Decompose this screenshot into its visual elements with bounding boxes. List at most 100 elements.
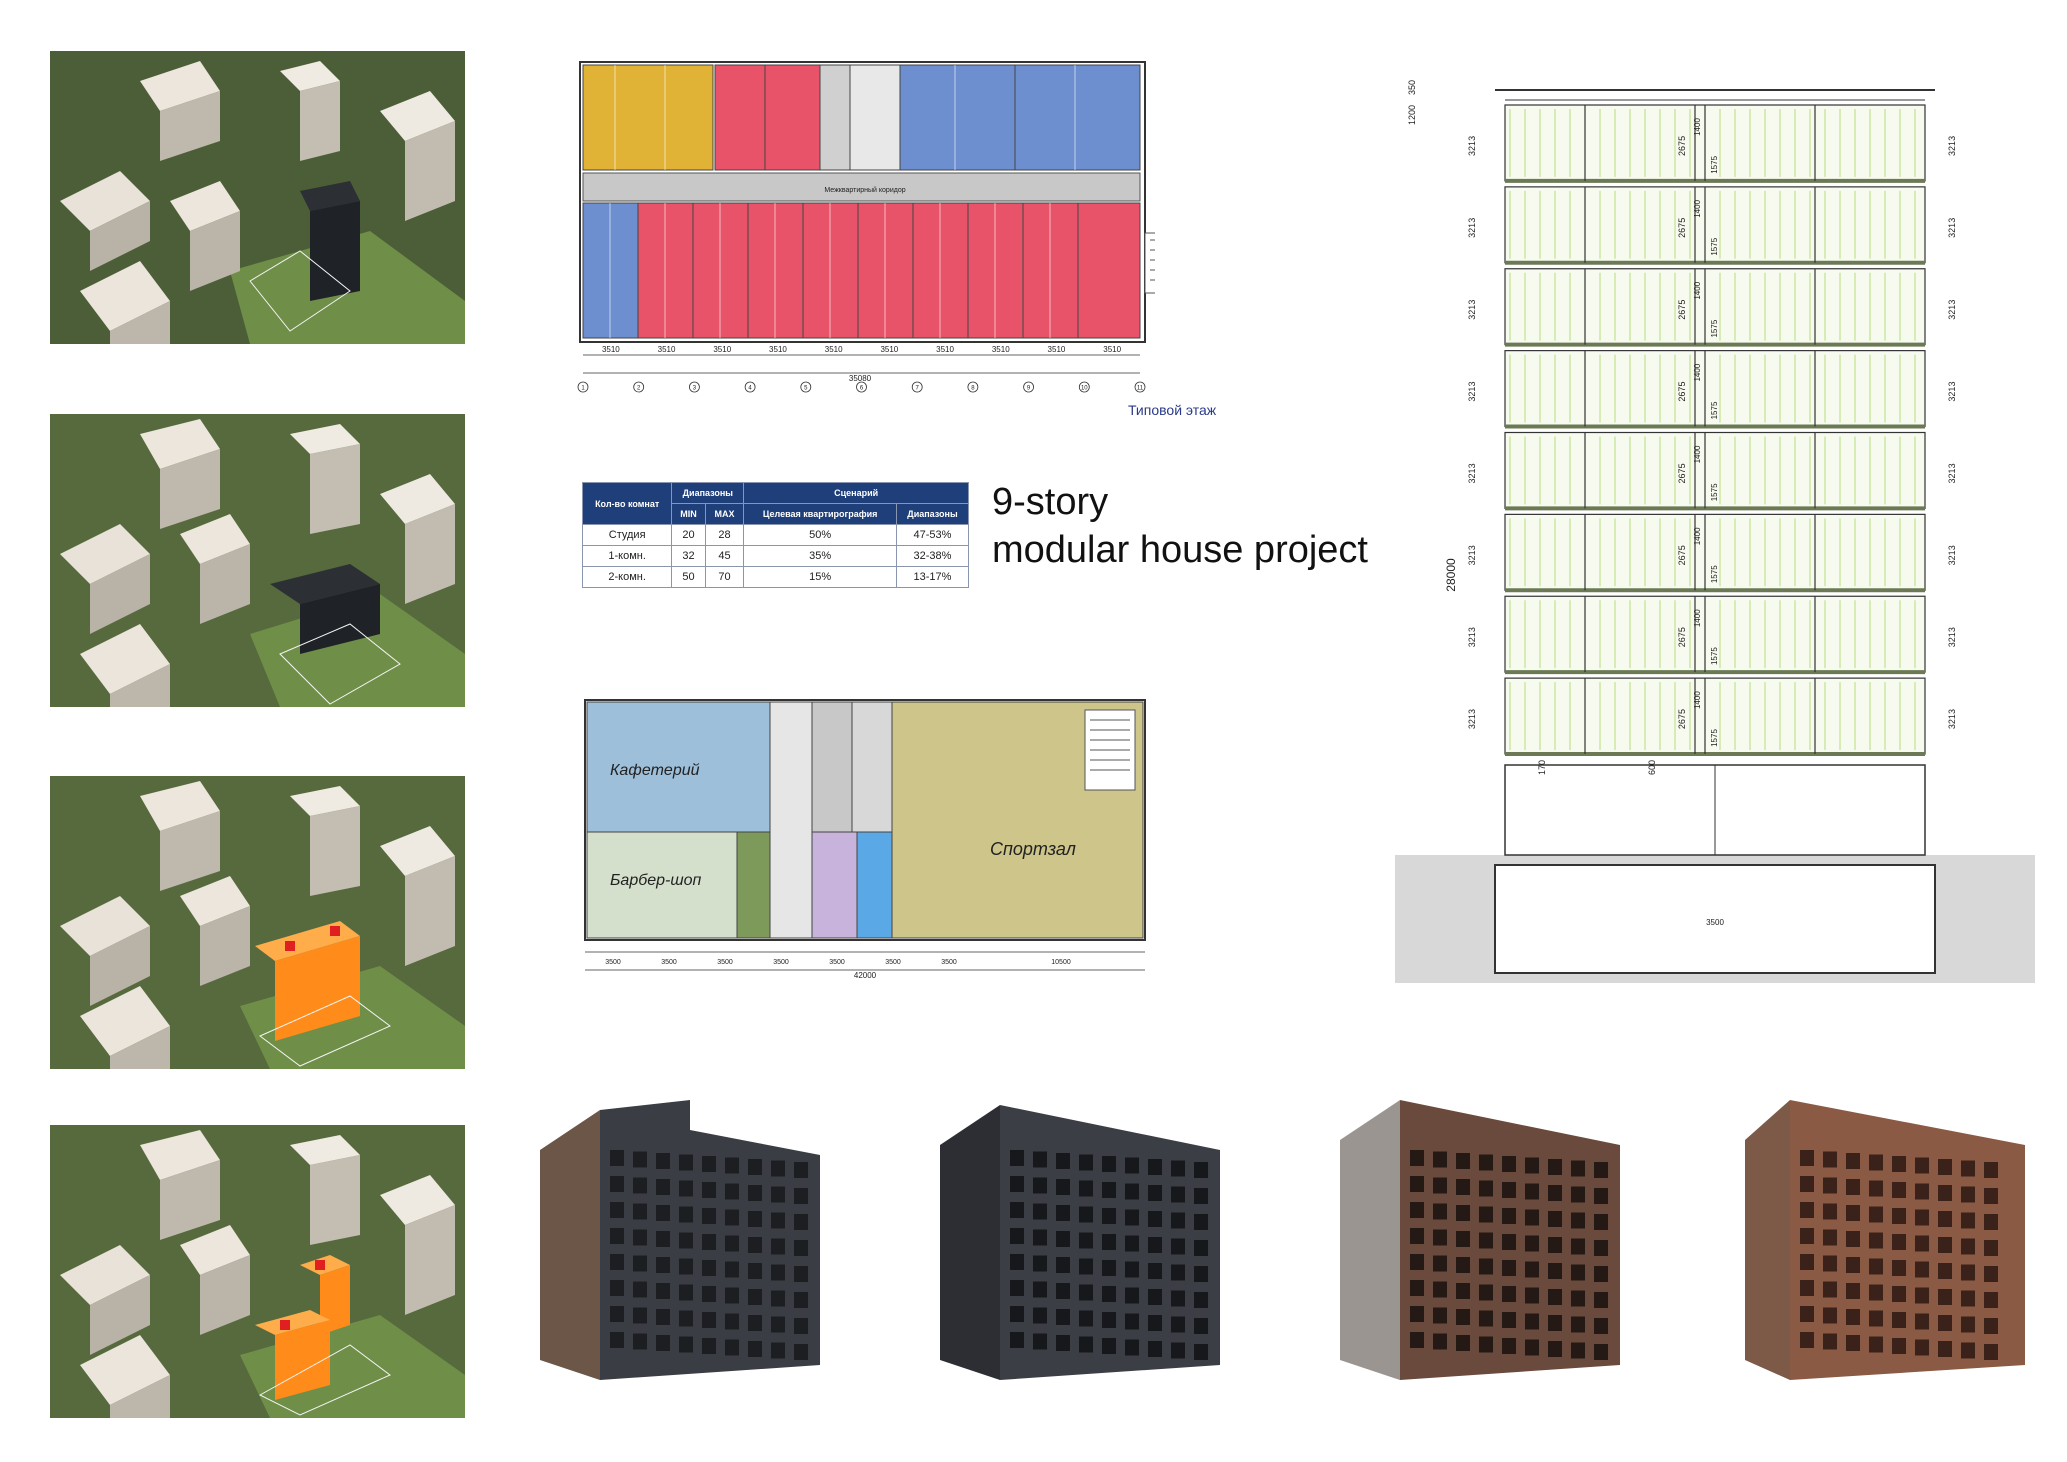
ground-dimension: 3500 <box>941 959 957 966</box>
facade-window <box>1525 1313 1539 1330</box>
facade-window <box>1548 1263 1562 1279</box>
dim-1400: 1400 <box>1693 363 1702 381</box>
module-height: 2675 <box>1677 627 1687 647</box>
facade-window <box>1938 1263 1952 1279</box>
facade-window <box>1171 1238 1185 1255</box>
facade-window <box>702 1286 716 1302</box>
facade-window <box>656 1335 670 1351</box>
facade-window <box>1171 1212 1185 1229</box>
facade-window <box>1915 1339 1929 1356</box>
floor-height-left: 3213 <box>1467 382 1477 402</box>
facade-window <box>1194 1214 1208 1230</box>
dim-1400: 1400 <box>1693 609 1702 627</box>
facade-window <box>610 1306 624 1322</box>
facade-window <box>1502 1156 1516 1172</box>
module-height: 2675 <box>1677 709 1687 729</box>
facade-image <box>1745 1100 2025 1380</box>
facade-window <box>1033 1203 1047 1220</box>
facade-window <box>1869 1310 1883 1327</box>
facade-window <box>748 1159 762 1175</box>
facade-window <box>1961 1160 1975 1177</box>
roof-dim-1200: 1200 <box>1407 105 1417 125</box>
facade-window <box>1892 1338 1906 1354</box>
facade-window <box>1594 1162 1608 1178</box>
facade-window <box>794 1266 808 1282</box>
facade-window <box>702 1312 716 1328</box>
facade-window <box>1984 1162 1998 1178</box>
basement-dim: 3500 <box>1706 918 1724 927</box>
facade-window <box>633 1281 647 1298</box>
facade-window <box>1033 1333 1047 1350</box>
total-dimension: 35080 <box>849 374 872 383</box>
facade-window <box>610 1176 624 1192</box>
facade-window <box>725 1183 739 1200</box>
facade-window <box>679 1180 693 1197</box>
facade-window <box>748 1315 762 1331</box>
room-cafe: Кафетерий <box>610 762 700 779</box>
facade-window <box>1594 1214 1608 1230</box>
floor-slab <box>1505 588 1925 593</box>
ground-dimension: 3500 <box>661 959 677 966</box>
dim-1400: 1400 <box>1693 118 1702 136</box>
facade-window <box>1571 1186 1585 1203</box>
facade-window <box>656 1283 670 1299</box>
title-line-1: 9-story <box>992 481 1109 523</box>
aerial-view-4 <box>50 1125 465 1418</box>
facade-window <box>1961 1238 1975 1255</box>
facade-window <box>1102 1312 1116 1328</box>
facade-window <box>610 1254 624 1270</box>
facade-window <box>1915 1209 1929 1226</box>
facade-window <box>1148 1341 1162 1357</box>
floor-height-left: 3213 <box>1467 218 1477 238</box>
facade-image <box>940 1105 1220 1380</box>
facade-window <box>1938 1341 1952 1357</box>
facade-window <box>1869 1258 1883 1275</box>
facade-window <box>1410 1176 1424 1192</box>
facade-window <box>633 1203 647 1220</box>
facade-window <box>725 1339 739 1356</box>
facade-window <box>1915 1157 1929 1174</box>
floor-height-right: 3213 <box>1947 545 1957 565</box>
row-max: 70 <box>704 566 745 588</box>
dim-1400: 1400 <box>1693 199 1702 217</box>
project-title: 9-story modular house project <box>992 478 1368 574</box>
facade-window <box>1800 1254 1814 1270</box>
facade-window <box>1571 1290 1585 1307</box>
facade-window <box>1056 1205 1070 1221</box>
floor-height-left: 3213 <box>1467 709 1477 729</box>
ground-dimension: 3500 <box>773 959 789 966</box>
axis-label: 3 <box>693 386 697 392</box>
facade-window <box>1846 1283 1860 1299</box>
header-target: Целевая квартирография <box>743 503 897 525</box>
dim-1400: 1400 <box>1693 445 1702 463</box>
axis-label: 5 <box>804 386 808 392</box>
axis-label: 4 <box>748 386 752 392</box>
facade-window <box>1456 1231 1470 1247</box>
base-dim-170: 170 <box>1537 760 1547 775</box>
facade-window <box>1410 1332 1424 1348</box>
facade-window <box>1502 1312 1516 1328</box>
module-dimension: 3510 <box>936 345 954 354</box>
axis-marker <box>577 381 589 393</box>
facade-window <box>1915 1235 1929 1252</box>
facade-window <box>1010 1306 1024 1322</box>
axis-marker <box>1078 381 1090 393</box>
facade-window <box>1056 1231 1070 1247</box>
facade-window <box>1194 1292 1208 1308</box>
module-dimension: 3510 <box>602 345 620 354</box>
apartment-mix-table: Кол-во комнат Диапазоны Сценарий MIN MAX… <box>581 482 970 588</box>
facade-window <box>1961 1316 1975 1333</box>
table-row: 1-комн. 32 45 35% 32-38% <box>581 545 970 567</box>
row-range: 47-53% <box>895 524 970 546</box>
facade-window <box>1892 1260 1906 1276</box>
dim-1575: 1575 <box>1710 565 1719 583</box>
facade-window <box>702 1182 716 1198</box>
axis-marker <box>633 381 645 393</box>
facade-window <box>1171 1316 1185 1333</box>
facade-window <box>1846 1335 1860 1351</box>
facade-window <box>1102 1338 1116 1354</box>
facade-window <box>1846 1179 1860 1195</box>
dim-1400: 1400 <box>1693 281 1702 299</box>
facade-window <box>1479 1336 1493 1353</box>
